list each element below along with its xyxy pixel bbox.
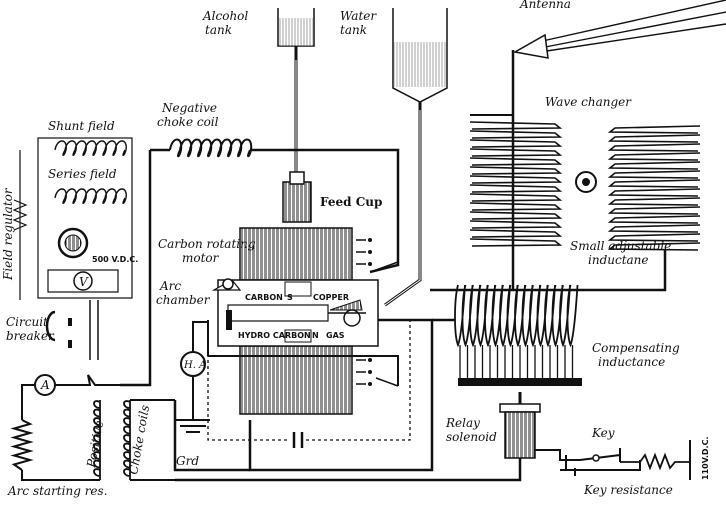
wave-changer-label: Wave changer bbox=[545, 95, 632, 109]
alcohol-tank-label-1: Alcohol bbox=[202, 9, 248, 23]
hot-ammeter-label: H. A. bbox=[183, 360, 209, 371]
hot-wire-ammeter bbox=[176, 321, 210, 433]
voltmeter-label: V bbox=[79, 275, 89, 289]
relay-solenoid-label-2: solenoid bbox=[446, 430, 497, 444]
field-regulator-label: Field regulator bbox=[1, 187, 15, 281]
key-switch bbox=[560, 440, 691, 480]
feed-cup bbox=[282, 171, 312, 223]
circuit-breaker-label-1: Circuit bbox=[6, 315, 48, 329]
relay-solenoid-label-1: Relay bbox=[445, 416, 480, 430]
shunt-field-label: Shunt field bbox=[48, 119, 115, 133]
compensating-inductance-label-2: inductance bbox=[598, 355, 665, 369]
alcohol-tank bbox=[277, 8, 315, 175]
pole-n-label: N bbox=[312, 331, 319, 340]
key-resistance-label: Key resistance bbox=[583, 483, 673, 497]
circuit-breaker bbox=[45, 300, 99, 360]
arc-chamber bbox=[207, 227, 399, 415]
ammeter-label: A bbox=[40, 378, 50, 392]
feed-cup-label: Feed Cup bbox=[320, 195, 382, 209]
gas-label: GAS bbox=[326, 331, 345, 340]
series-field-label: Series field bbox=[48, 167, 117, 181]
positive-label: Positive bbox=[84, 419, 106, 469]
compensating-inductance bbox=[454, 284, 582, 386]
positive-choke-coils bbox=[21, 399, 175, 481]
dc-supply-label: 110V.D.C. bbox=[701, 437, 710, 481]
arc-starting-resistance bbox=[10, 419, 34, 471]
negative-choke-coil-label-1: Negative bbox=[161, 101, 217, 115]
arc-starting-res-label: Arc starting res. bbox=[7, 484, 108, 498]
compensating-inductance-label-1: Compensating bbox=[592, 341, 680, 355]
key-label: Key bbox=[591, 426, 615, 440]
negative-choke-coil-label-2: choke coil bbox=[157, 115, 219, 129]
antenna-label: Antenna bbox=[519, 0, 571, 11]
carbon-label: CARBON bbox=[245, 293, 283, 302]
relay-solenoid bbox=[499, 392, 580, 461]
water-tank-label-1: Water bbox=[340, 9, 377, 23]
alcohol-tank-label-2: tank bbox=[205, 23, 232, 37]
wave-changer bbox=[430, 114, 701, 292]
motor-generator bbox=[12, 137, 133, 300]
copper-label: COPPER bbox=[313, 293, 349, 302]
pole-s-label: S bbox=[287, 293, 293, 302]
antenna bbox=[511, 0, 726, 290]
small-adjustable-inductance-label-2: inductane bbox=[588, 253, 649, 267]
circuit-breaker-label-2: breaker bbox=[6, 329, 55, 343]
hydro-carbon-label: HYDRO CARBON bbox=[238, 331, 311, 340]
water-tank bbox=[384, 8, 448, 307]
arc-chamber-label-2: chamber bbox=[156, 293, 211, 307]
carbon-rotating-motor-label-1: Carbon rotating bbox=[158, 237, 256, 251]
negative-choke-coil bbox=[120, 138, 400, 387]
ground-label: Grd bbox=[176, 454, 199, 468]
voltage-label: 500 V.D.C. bbox=[92, 255, 138, 264]
arc-chamber-label-1: Arc bbox=[159, 279, 181, 293]
ammeter bbox=[21, 374, 120, 420]
carbon-rotating-motor-label-2: motor bbox=[182, 251, 220, 265]
small-adjustable-inductance-label-1: Small adjustable bbox=[570, 239, 671, 253]
water-tank-label-2: tank bbox=[340, 23, 367, 37]
